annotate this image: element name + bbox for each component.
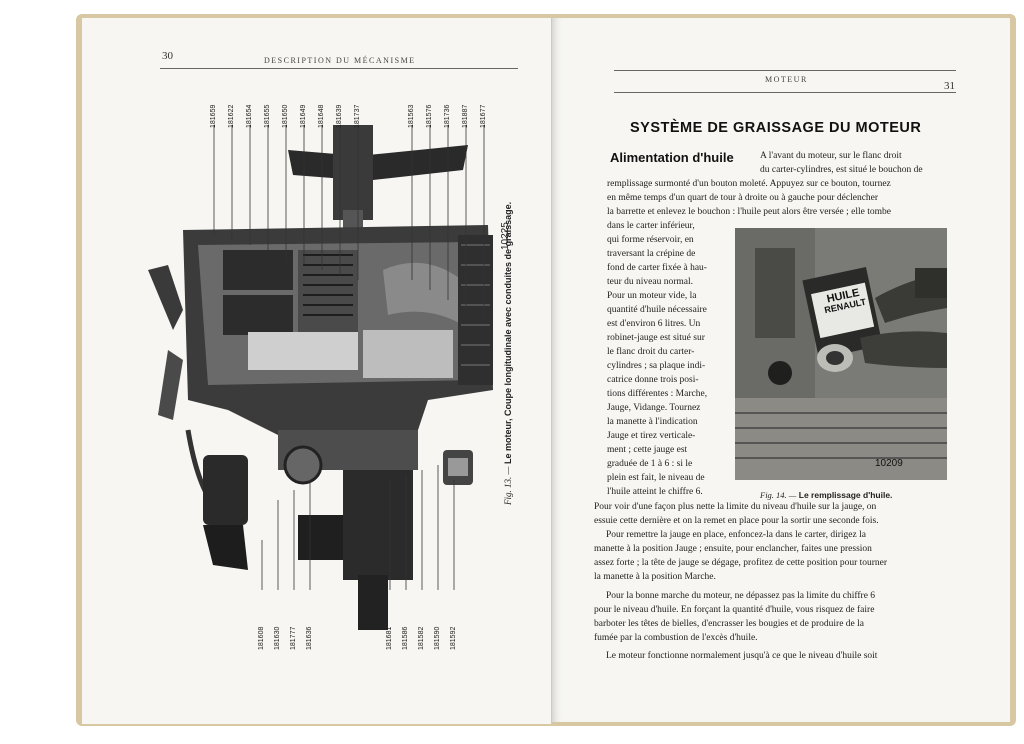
text-line: barboter les têtes de bielles, d'encrass… (594, 619, 864, 629)
text-line: Pour un moteur vide, la (607, 291, 697, 301)
right-page-number: 31 (944, 80, 955, 92)
text-line: est d'environ 6 litres. Un (607, 319, 701, 329)
text-line: Jauge et tirez verticale- (607, 431, 696, 441)
right-header-rule-top (614, 70, 956, 71)
text-line: Pour la bonne marche du moteur, ne dépas… (606, 591, 876, 601)
text-line: fond de carter fixée à hau- (607, 263, 707, 273)
text-line: Pour voir d'une façon plus nette la limi… (594, 502, 877, 512)
callout-number: 181636 (306, 626, 313, 650)
text-line: pour le niveau d'huile. En forçant la qu… (594, 605, 875, 615)
text-line: remplissage surmonté d'un bouton moleté.… (607, 179, 891, 189)
callout-number: 181887 (462, 104, 469, 128)
callout-number: 181649 (300, 104, 307, 128)
callout-number: 181586 (402, 626, 409, 650)
text-line: du carter-cylindres, est situé le boucho… (760, 165, 923, 175)
callout-number: 181777 (290, 626, 297, 650)
callout-number: 181563 (408, 104, 415, 128)
text-line: dans le carter inférieur, (607, 221, 695, 231)
right-running-head: MOTEUR (765, 75, 808, 84)
text-line: assez forte ; la tête de jauge se dégage… (594, 558, 888, 568)
text-line: fumée par la combustion de l'excès d'hui… (594, 633, 758, 643)
photo-number: 10209 (875, 458, 903, 469)
text-line: l'huile atteint le chiffre 6. (607, 487, 703, 497)
text-line: Pour remettre la jauge en place, enfonce… (606, 530, 866, 540)
text-line: la manette à la position Marche. (594, 572, 716, 582)
oil-filling-photo: HUILE RENAULT 10209 (735, 228, 947, 480)
text-line: robinet-jauge est situé sur (607, 333, 705, 343)
left-running-head: DESCRIPTION DU MÉCANISME (264, 56, 416, 65)
callout-number: 181608 (258, 626, 265, 650)
left-page-number: 30 (162, 50, 173, 62)
figure-13-caption-text: Le moteur, Coupe longitudinale avec cond… (503, 201, 513, 464)
section-title: SYSTÈME DE GRAISSAGE DU MOTEUR (630, 120, 922, 136)
callout-number: 181639 (336, 104, 343, 128)
callout-number: 181659 (210, 104, 217, 128)
callout-number: 181655 (264, 104, 271, 128)
subheading: Alimentation d'huile (610, 150, 734, 165)
text-line: A l'avant du moteur, sur le flanc droit (760, 151, 902, 161)
text-line: manette à la position Jauge ; ensuite, p… (594, 544, 872, 554)
text-line: Jauge, Vidange. Tournez (607, 403, 701, 413)
callout-number: 181650 (282, 104, 289, 128)
callout-number: 181654 (246, 104, 253, 128)
text-line: teur du niveau normal. (607, 277, 694, 287)
callout-number: 181576 (426, 104, 433, 128)
callout-number: 181737 (354, 104, 361, 128)
text-line: Le moteur fonctionne normalement jusqu'à… (606, 651, 878, 661)
text-line: traversant la crépine de (607, 249, 696, 259)
text-line: en même temps d'un quart de tour à droit… (607, 193, 879, 203)
text-line: graduée de 1 à 6 : si le (607, 459, 693, 469)
text-line: essuie cette dernière et on la remet en … (594, 516, 879, 526)
callout-number: 181630 (274, 626, 281, 650)
text-line: le flanc droit du carter- (607, 347, 695, 357)
text-line: catrice donne trois posi- (607, 375, 699, 385)
right-header-rule-bottom (614, 92, 956, 93)
callout-number: 181582 (418, 626, 425, 650)
figure-14-caption-lead: Fig. 14. — (760, 490, 797, 500)
figure-13-caption: Fig. 13. — Le moteur, Coupe longitudinal… (503, 202, 513, 505)
text-line: ment ; cette jauge est (607, 445, 688, 455)
figure-14-caption: Fig. 14. — Le remplissage d'huile. (760, 490, 892, 500)
text-line: cylindres ; sa plaque indi- (607, 361, 706, 371)
figure-14-caption-text: Le remplissage d'huile. (798, 490, 893, 500)
figure-13-caption-lead: Fig. 13. — (503, 466, 513, 505)
callout-number: 181590 (434, 626, 441, 650)
text-line: la barrette et enlevez le bouchon : l'hu… (607, 207, 891, 217)
callout-number: 181648 (318, 104, 325, 128)
text-line: qui forme réservoir, en (607, 235, 694, 245)
text-line: tions différentes : Marche, (607, 389, 708, 399)
engine-cutaway-figure (148, 125, 493, 630)
callout-number: 181736 (444, 104, 451, 128)
text-line: la manette à l'indication (607, 417, 698, 427)
left-header-rule (160, 68, 518, 69)
callout-number: 181677 (480, 104, 487, 128)
text-line: quantité d'huile nécessaire (607, 305, 707, 315)
callout-number: 181622 (228, 104, 235, 128)
callout-number: 181592 (450, 626, 457, 650)
text-line: plein est fait, le niveau de (607, 473, 705, 483)
callout-number: 181681 (386, 626, 393, 650)
